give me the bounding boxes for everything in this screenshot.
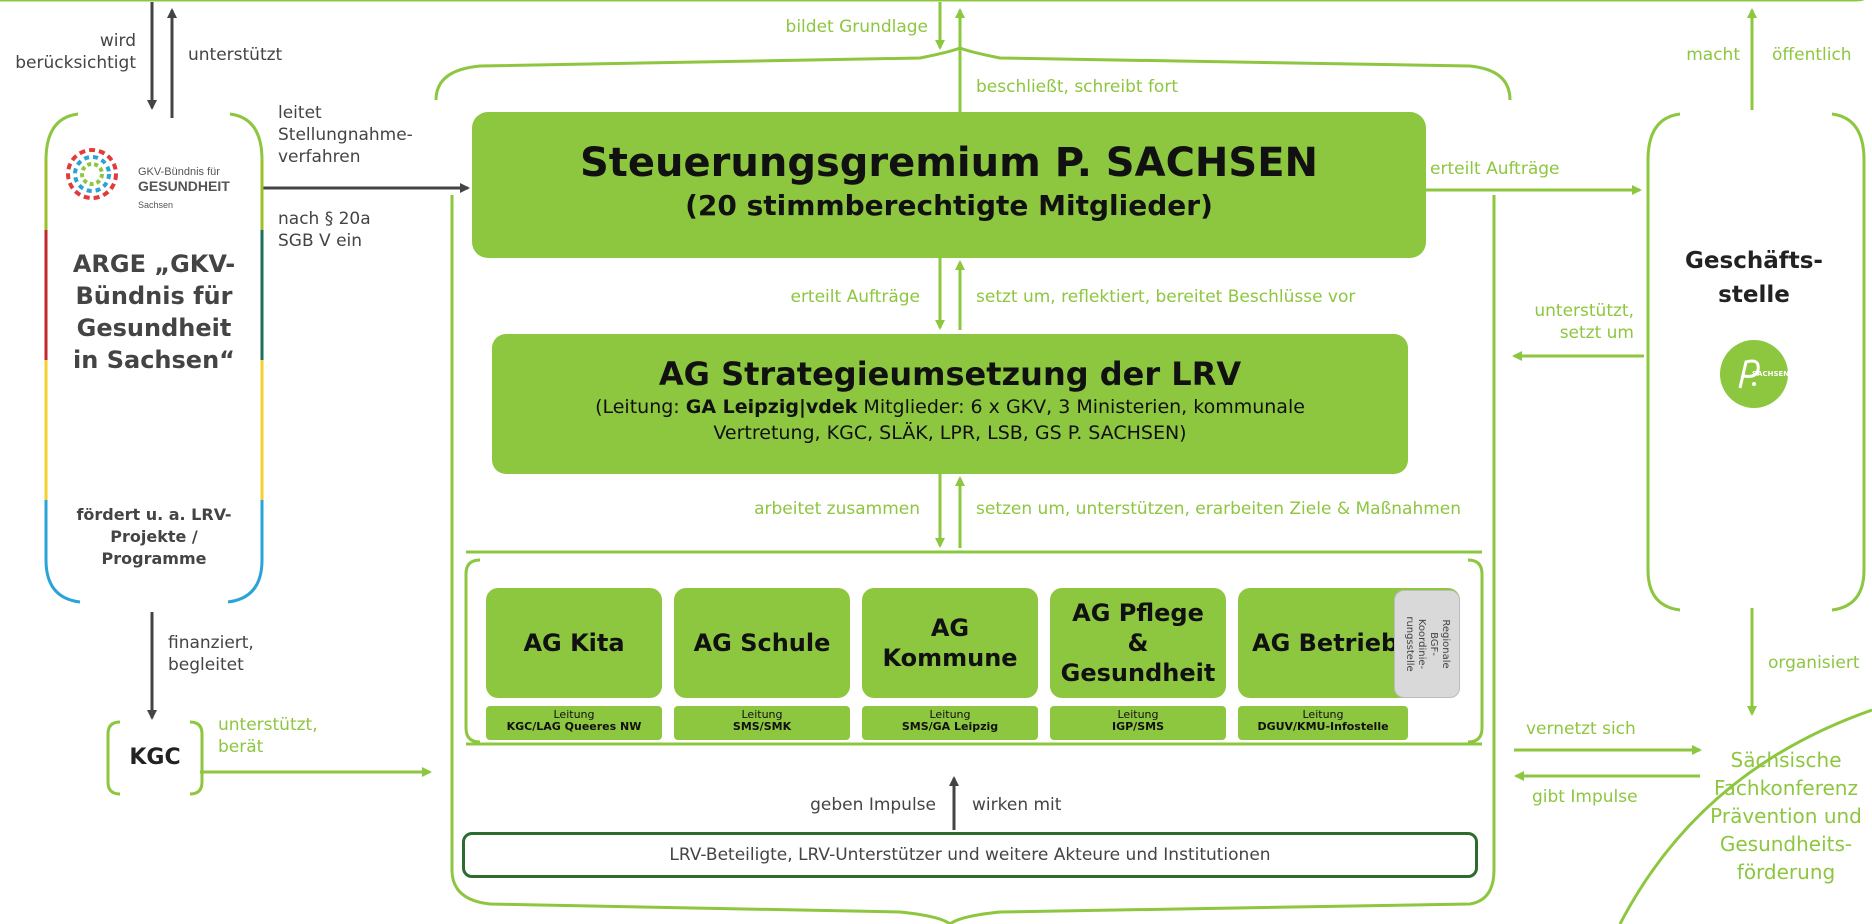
- ag-betrieb-lead: Leitung DGUV/KMU-Infostelle: [1238, 706, 1408, 740]
- gkv-logo-icon: [66, 148, 118, 200]
- ag-betrieb-lead-label: Leitung: [1302, 708, 1344, 721]
- ag-kita-lead-value: KGC/LAG Queeres NW: [506, 720, 642, 733]
- ag-pflege-lead-label: Leitung: [1117, 708, 1159, 721]
- label-finanziert: finanziert, begleitet: [168, 633, 254, 675]
- ag-schule-lead-label: Leitung: [741, 708, 783, 721]
- ag-schule-lead-value: SMS/SMK: [732, 720, 792, 733]
- regional-text: Regionale BGF-Koordinie-rungsstelle: [1404, 616, 1451, 672]
- label-oeffentlich: öffentlich: [1772, 45, 1852, 65]
- label-macht: macht: [1686, 45, 1740, 65]
- label-unterstuetzt-top: unterstützt: [188, 45, 283, 65]
- ag-pflege[interactable]: AG Pflege & Gesundheit: [1050, 588, 1226, 698]
- label-beschliesst: beschließt, schreibt fort: [976, 77, 1178, 97]
- steering-title: Steuerungsgremium P. SACHSEN: [579, 140, 1319, 186]
- ag-strategy-lead-rest: Mitglieder: 6 x GKV, 3 Ministerien, komm…: [857, 396, 1305, 418]
- label-wird-beruecksichtigt: wird berücksichtigt: [15, 31, 136, 73]
- office-title: Geschäfts-stelle: [1685, 248, 1823, 308]
- ag-kommune-lead-value: SMS/GA Leipzig: [901, 720, 999, 733]
- ag-strategy-title: AG Strategieumsetzung der LRV: [658, 355, 1242, 393]
- logo-line2: GESUNDHEIT: [138, 178, 230, 194]
- label-unterstuetzt-setzt-um: unterstützt, setzt um: [1534, 301, 1634, 343]
- ag-betrieb-label: AG Betrieb: [1252, 629, 1399, 657]
- p-sachsen-logo-icon: [1738, 359, 1760, 389]
- label-nach-20a: nach § 20a SGB V ein: [278, 209, 371, 251]
- label-geben-impulse: geben Impulse: [810, 795, 936, 815]
- label-wirken-mit: wirken mit: [972, 795, 1062, 815]
- ag-strategy-line2: Vertretung, KGC, SLÄK, LPR, LSB, GS P. S…: [713, 422, 1187, 444]
- ag-pflege-lead-value: IGP/SMS: [1112, 720, 1164, 733]
- ag-kommune[interactable]: AG Kommune: [862, 588, 1038, 698]
- ag-schule-lead: Leitung SMS/SMK: [674, 706, 850, 740]
- ag-kommune-lead-label: Leitung: [929, 708, 971, 721]
- ag-kita-lead-label: Leitung: [553, 708, 595, 721]
- label-erteilt-auftraege-right: erteilt Aufträge: [1430, 159, 1560, 179]
- ag-kommune-lead: Leitung SMS/GA Leipzig: [862, 706, 1038, 740]
- logo-line3: Sachsen: [138, 200, 174, 210]
- label-bildet-grundlage: bildet Grundlage: [785, 17, 928, 37]
- ag-strategy-line1: (Leitung: GA Leipzig|vdek Mitglieder: 6 …: [492, 394, 1408, 420]
- arge-title: ARGE „GKV-Bündnis für Gesundheit in Sach…: [72, 250, 236, 374]
- ag-schule[interactable]: AG Schule: [674, 588, 850, 698]
- conference-name: Sächsische Fachkonferenz Prävention und …: [1710, 748, 1862, 884]
- arge-logo: GKV-Bündnis für GESUNDHEIT Sachsen: [62, 142, 248, 222]
- participants-box: LRV-Beteiligte, LRV-Unterstützer und wei…: [462, 832, 1478, 878]
- steering-subtitle: (20 stimmberechtigte Mitglieder): [685, 189, 1213, 222]
- label-gibt-impulse: gibt Impulse: [1532, 787, 1638, 807]
- logo-line1: GKV-Bündnis für: [138, 166, 220, 178]
- label-setzen-um: setzen um, unterstützen, erarbeiten Ziel…: [976, 499, 1462, 519]
- steering-committee: Steuerungsgremium P. SACHSEN (20 stimmbe…: [472, 112, 1426, 258]
- office-logo-text: SACHSEN: [1752, 370, 1790, 378]
- label-unterstuetzt-beraet: unterstützt, berät: [218, 715, 318, 757]
- ag-strategy-lead-prefix: (Leitung:: [595, 396, 686, 418]
- ag-strategy: AG Strategieumsetzung der LRV (Leitung: …: [492, 334, 1408, 474]
- ag-kita[interactable]: AG Kita: [486, 588, 662, 698]
- regional-coordination: Regionale BGF-Koordinie-rungsstelle: [1394, 590, 1460, 698]
- label-setzt-um: setzt um, reflektiert, bereitet Beschlüs…: [976, 287, 1356, 307]
- ag-strategy-lead-bold: GA Leipzig|vdek: [685, 396, 858, 418]
- ag-pflege-lead: Leitung IGP/SMS: [1050, 706, 1226, 740]
- arge-promotes: fördert u. a. LRV-Projekte / Programme: [76, 505, 232, 568]
- label-arbeitet-zusammen: arbeitet zusammen: [754, 499, 920, 519]
- ag-betrieb-lead-value: DGUV/KMU-Infostelle: [1257, 720, 1389, 733]
- ag-kita-lead: Leitung KGC/LAG Queeres NW: [486, 706, 662, 740]
- label-vernetzt: vernetzt sich: [1526, 719, 1636, 739]
- kgc-box: KGC: [129, 745, 181, 770]
- label-erteilt-auftraege-mid: erteilt Aufträge: [790, 287, 920, 307]
- label-organisiert: organisiert: [1768, 653, 1860, 673]
- label-leitet: leitet Stellungnahme-verfahren: [278, 103, 413, 167]
- office-logo: SACHSEN: [1720, 340, 1790, 408]
